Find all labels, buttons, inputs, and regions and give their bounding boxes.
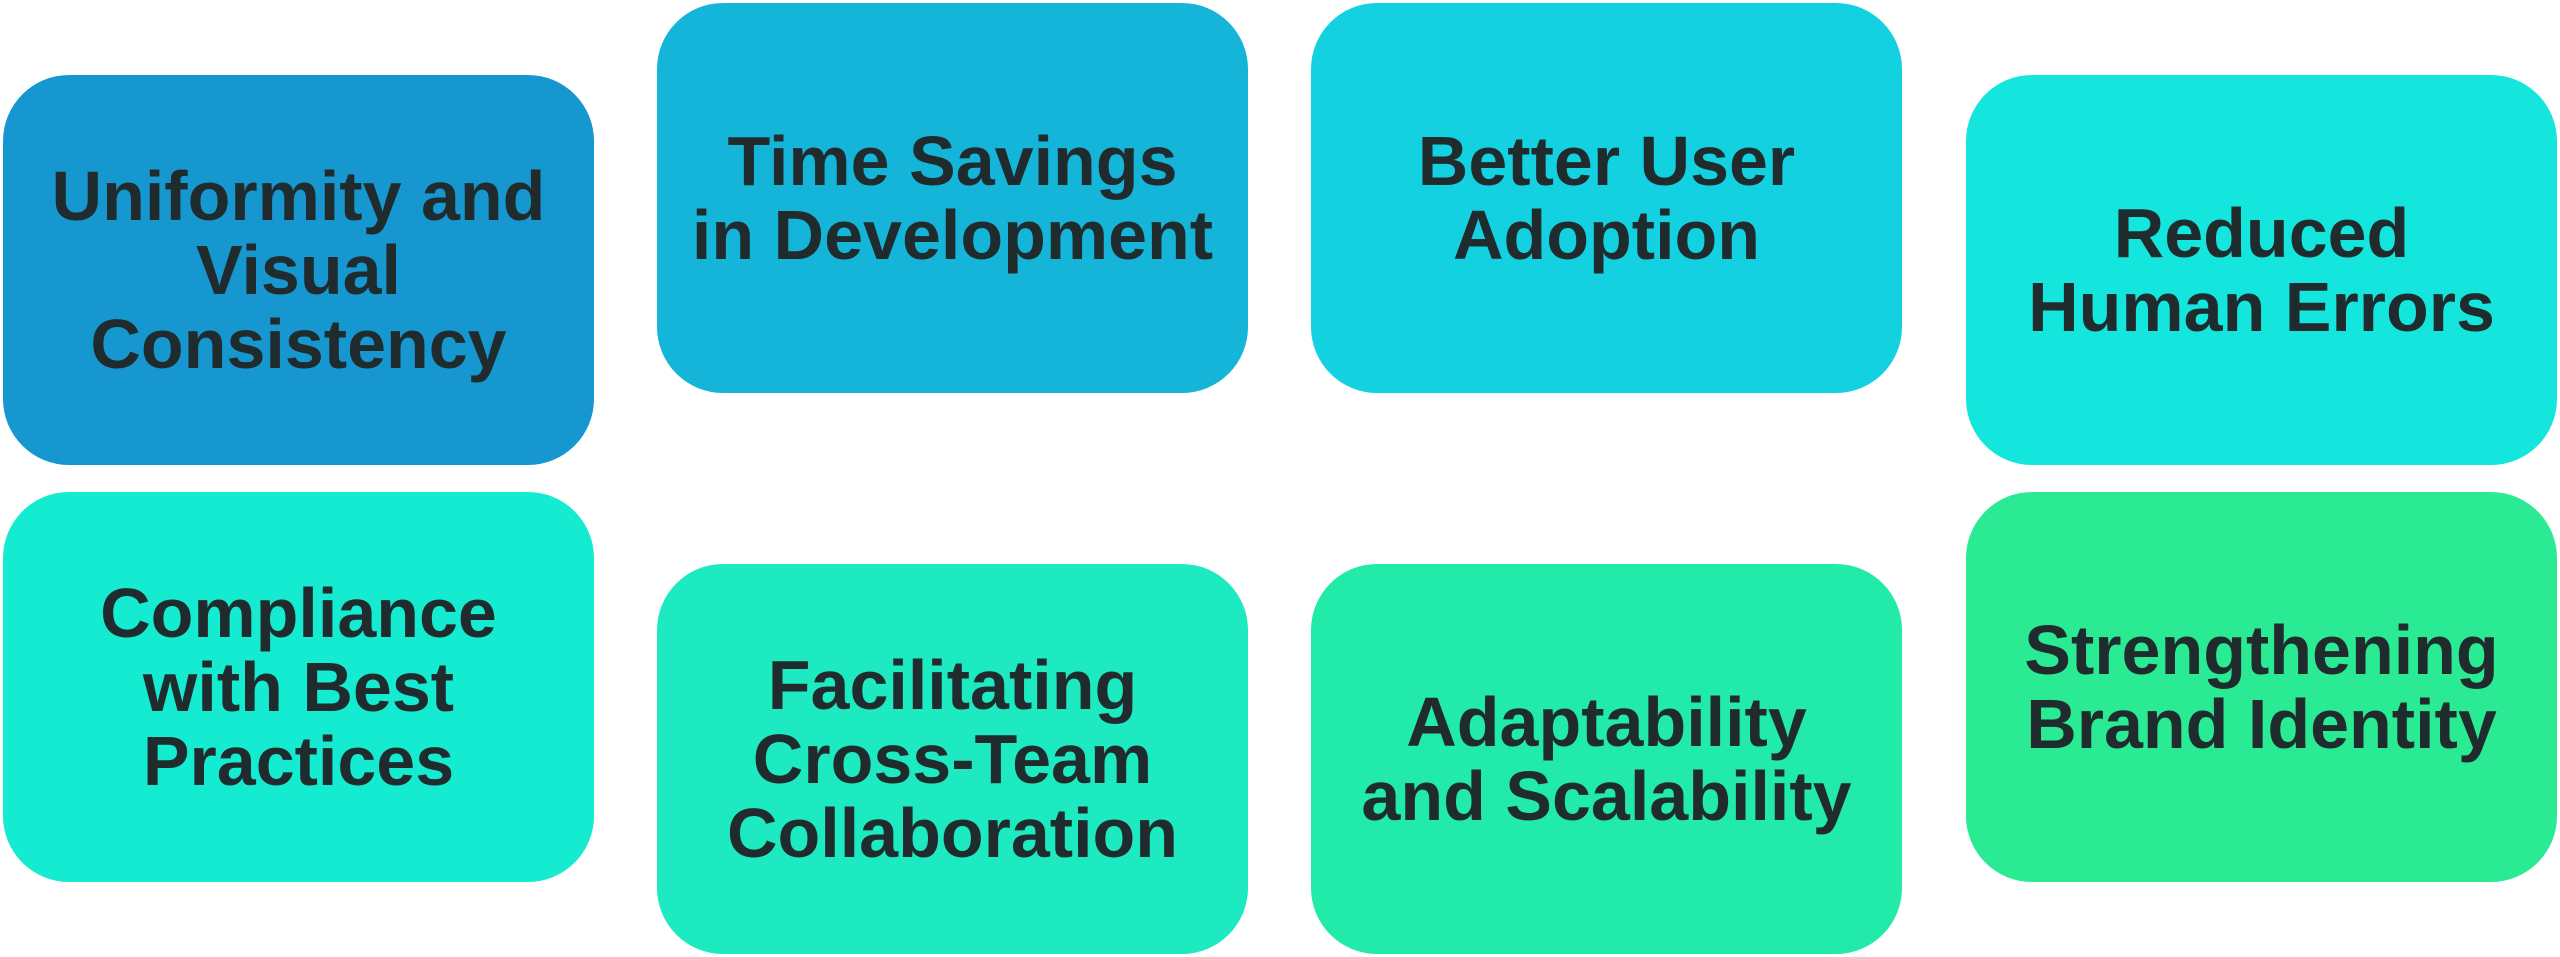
tile-label: Time Savings in Development: [681, 124, 1224, 272]
tile-label: Adaptability and Scalability: [1335, 685, 1878, 833]
tile-label-line: Adoption: [1452, 196, 1761, 274]
tile-label-line: Adaptability: [1406, 683, 1807, 761]
tile-cross-team-collaboration: Facilitating Cross-Team Collaboration: [657, 564, 1248, 954]
tile-compliance-best-practices: Compliance with Best Practices: [3, 492, 594, 882]
tile-label: Compliance with Best Practices: [27, 576, 570, 798]
tile-label-line: Collaboration: [726, 794, 1179, 872]
tile-label: Better User Adoption: [1335, 124, 1878, 272]
tile-label-line: Human Errors: [2028, 268, 2495, 346]
tile-better-user-adoption: Better User Adoption: [1311, 3, 1902, 393]
tile-time-savings: Time Savings in Development: [657, 3, 1248, 393]
tile-label-line: Reduced: [2113, 194, 2410, 272]
tile-label-line: Compliance: [100, 574, 497, 652]
tile-uniformity-visual-consistency: Uniformity and Visual Consistency: [3, 75, 594, 465]
tile-label-line: Consistency: [90, 305, 507, 383]
tile-label-line: and Scalability: [1361, 757, 1852, 835]
tile-label-line: Facilitating: [767, 646, 1138, 724]
tile-label-line: Better User: [1417, 122, 1796, 200]
tile-label-line: Strengthening: [2024, 611, 2499, 689]
tile-label-line: Uniformity and: [51, 157, 546, 235]
tile-label-line: with Best: [142, 648, 455, 726]
tile-label: Uniformity and Visual Consistency: [27, 159, 570, 381]
tile-label-line: Cross-Team: [752, 720, 1153, 798]
tile-label-line: Time Savings: [727, 122, 1178, 200]
tile-label: Reduced Human Errors: [1990, 196, 2533, 344]
tile-label-line: Practices: [142, 722, 455, 800]
tile-label-line: in Development: [691, 196, 1214, 274]
tile-reduced-human-errors: Reduced Human Errors: [1966, 75, 2557, 465]
tile-label: Strengthening Brand Identity: [1990, 613, 2533, 761]
tile-adaptability-scalability: Adaptability and Scalability: [1311, 564, 1902, 954]
tile-brand-identity: Strengthening Brand Identity: [1966, 492, 2557, 882]
tile-label: Facilitating Cross-Team Collaboration: [681, 648, 1224, 870]
tile-label-line: Visual: [196, 231, 401, 309]
tile-label-line: Brand Identity: [2026, 685, 2497, 763]
